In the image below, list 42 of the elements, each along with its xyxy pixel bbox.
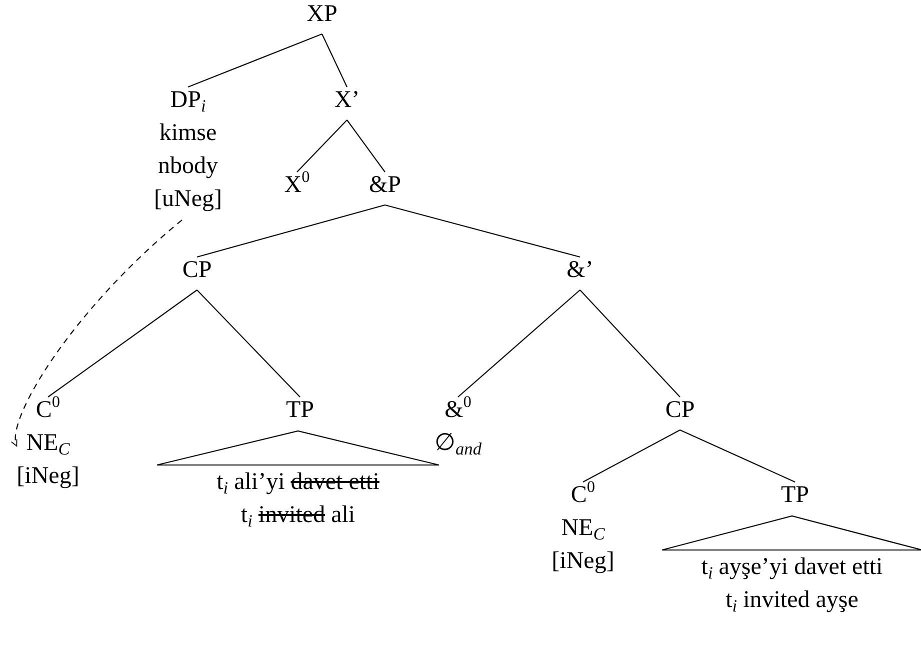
node-label: C$^{0}$ xyxy=(36,397,60,423)
tree-branch xyxy=(580,290,680,398)
node-label: NE$_{C}$ xyxy=(561,515,605,541)
sentence-text: t$_{i}$ ayşe’yi davet etti xyxy=(701,554,883,580)
node-label: nbody xyxy=(158,153,218,179)
tree-branch xyxy=(48,290,198,398)
sentence-text: t$_{i}$ ali’yi xyxy=(216,469,285,495)
tree-branch xyxy=(384,204,580,258)
node-label: CP xyxy=(665,397,695,423)
tree-branch xyxy=(196,204,386,258)
node-label: [uNeg] xyxy=(154,186,222,212)
node-label: X’ xyxy=(334,87,360,113)
tree-branch xyxy=(196,290,300,398)
node-label: &P xyxy=(369,172,401,198)
node-label: [iNeg] xyxy=(552,548,614,574)
node-label: C$^{0}$ xyxy=(570,482,596,508)
tree-branch xyxy=(322,34,348,88)
movement-arrow xyxy=(12,220,182,446)
node-label: [iNeg] xyxy=(16,463,80,489)
tree-branch xyxy=(582,430,680,482)
node-label: XP xyxy=(306,1,338,27)
node-label: CP xyxy=(182,257,212,283)
node-label: DP$_{i}$ xyxy=(170,87,206,113)
node-label: &’ xyxy=(566,257,594,283)
node-label: TP xyxy=(286,397,314,423)
tree-branch xyxy=(188,33,322,88)
node-label: TP xyxy=(781,482,809,508)
tree-branch xyxy=(680,430,796,482)
sentence-text: ali xyxy=(331,502,356,528)
tree-branch xyxy=(346,120,386,172)
node-label: X$^{0}$ xyxy=(284,172,310,198)
tree-branch xyxy=(296,120,348,172)
node-label: kimse xyxy=(159,120,217,146)
sentence-text: t$_{i}$ xyxy=(240,502,252,528)
triangle-symbol xyxy=(661,515,921,551)
tree-branch xyxy=(458,290,580,398)
sentence-text: invited xyxy=(258,502,326,528)
node-label: NE$_{C}$ xyxy=(26,430,70,456)
sentence-text: t$_{i}$ invited ayşe xyxy=(726,587,858,613)
node-label: &$^{0}$ xyxy=(444,397,472,423)
node-label: ∅$_{and}$ xyxy=(434,430,482,456)
sentence-text: davet etti xyxy=(290,469,380,495)
